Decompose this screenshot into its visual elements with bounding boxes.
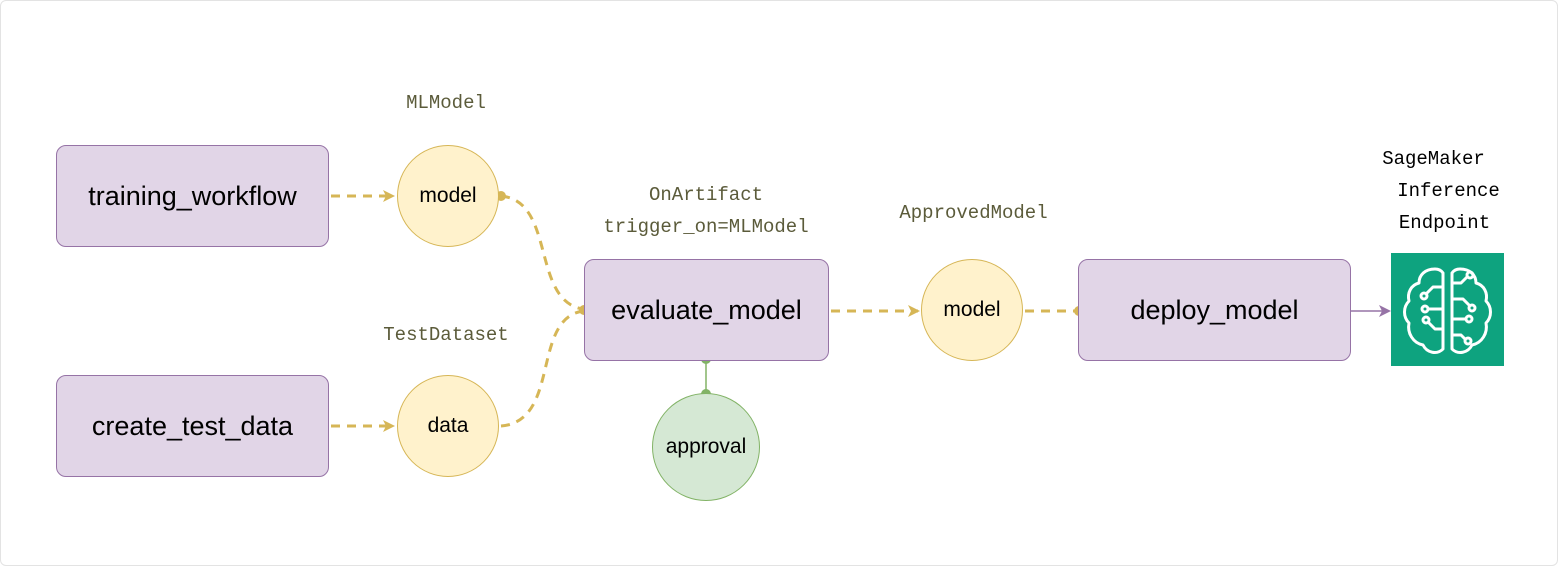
- label-approvedmodel: ApprovedModel: [899, 202, 1048, 224]
- label-onartifact: OnArtifact trigger_on=MLModel: [576, 179, 836, 243]
- label-sagemaker-line1: SageMaker: [1382, 148, 1485, 170]
- task-label: training_workflow: [88, 180, 297, 211]
- task-label: create_test_data: [91, 410, 294, 441]
- label-onartifact-line2: trigger_on=MLModel: [603, 216, 809, 238]
- artifact-approval[interactable]: approval: [652, 393, 760, 501]
- label-testdataset: TestDataset: [383, 324, 509, 346]
- artifact-approved-model[interactable]: model: [921, 259, 1023, 361]
- sagemaker-brain-icon: [1391, 253, 1504, 366]
- artifact-label: model: [419, 184, 477, 207]
- task-training-workflow[interactable]: training_workflow: [56, 145, 329, 247]
- artifact-model-output[interactable]: model: [397, 145, 499, 247]
- task-create-test-data[interactable]: create_test_data: [56, 375, 329, 477]
- label-onartifact-line1: OnArtifact: [648, 184, 764, 206]
- label-sagemaker-endpoint: SageMaker Inference Endpoint: [1356, 143, 1541, 239]
- label-sagemaker-line3: Endpoint: [1398, 212, 1491, 234]
- task-evaluate-model[interactable]: evaluate_model: [584, 259, 829, 361]
- artifact-label: model: [943, 298, 1001, 321]
- artifact-label: approval: [665, 435, 747, 458]
- task-label: evaluate_model: [611, 294, 802, 325]
- artifact-label: data: [427, 414, 469, 437]
- task-deploy-model[interactable]: deploy_model: [1078, 259, 1351, 361]
- edge-data-to-evaluate: [500, 309, 584, 428]
- label-mlmodel: MLModel: [406, 92, 486, 114]
- label-sagemaker-line2: Inference: [1397, 180, 1500, 202]
- task-label: deploy_model: [1130, 294, 1299, 325]
- edge-model-to-evaluate: [500, 194, 584, 311]
- artifact-data-output[interactable]: data: [397, 375, 499, 477]
